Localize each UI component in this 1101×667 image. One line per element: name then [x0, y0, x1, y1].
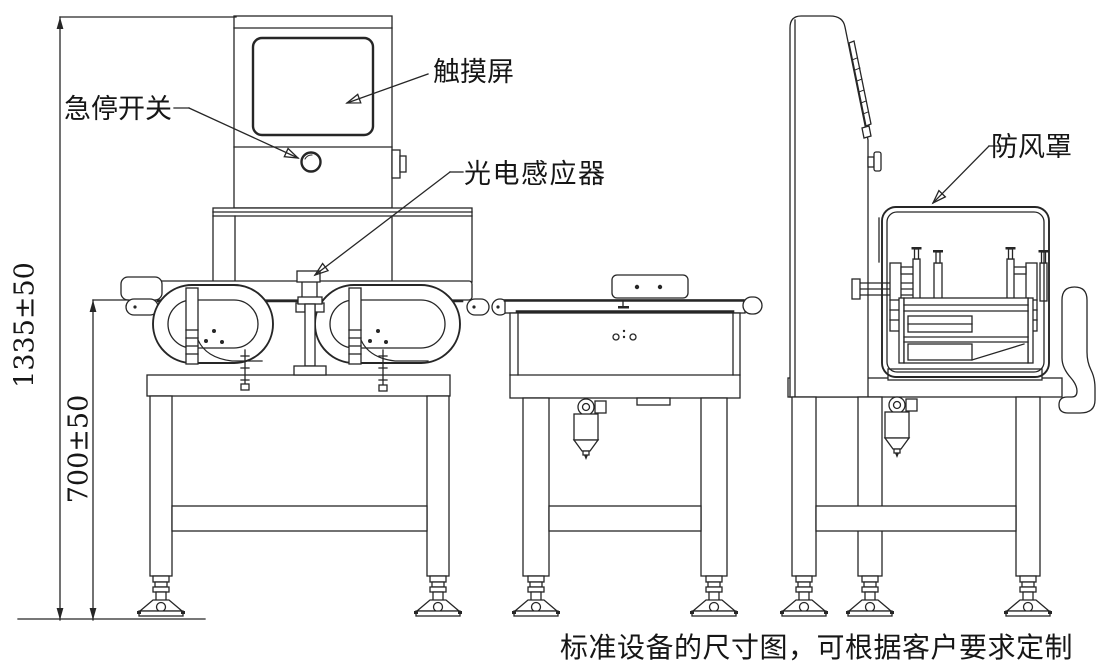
weighing-chamber: [212, 207, 473, 283]
touch-screen-panel: [251, 36, 375, 137]
rail-adjust-rod: [240, 349, 250, 391]
side-conveyor-mechanism: [851, 247, 1049, 381]
leveling-foot: [136, 575, 186, 617]
end-roller: [742, 296, 763, 315]
photoelectric-sensor: [296, 270, 321, 283]
cover-base-plate: [887, 368, 1043, 381]
front-view: [120, 15, 509, 617]
side-panel-column: [789, 15, 882, 398]
guide-rail-right: [314, 284, 461, 365]
front-stand: [136, 374, 463, 617]
screen-edge-profile: [848, 40, 872, 127]
leader-touch-screen: [345, 73, 429, 104]
control-tower: [233, 15, 407, 209]
cross-brace: [815, 505, 1017, 532]
leg: [791, 396, 817, 577]
leg: [700, 397, 728, 577]
leveling-foot: [1003, 575, 1053, 617]
center-support: [293, 296, 327, 376]
leg: [149, 395, 173, 577]
middle-stand: [511, 397, 739, 617]
side-connector: [391, 149, 401, 179]
emergency-stop-button: [300, 151, 322, 173]
dimension-lines: 1335±50 700±50: [10, 16, 237, 621]
side-handle: [1058, 286, 1096, 414]
dim-conveyor-height: 700±50: [64, 395, 95, 504]
leg: [857, 396, 883, 577]
leg: [1015, 396, 1041, 577]
leg: [426, 395, 450, 577]
estop-side-knob: [867, 151, 882, 172]
leveling-foot: [413, 575, 463, 617]
air-filter: [572, 398, 607, 460]
middle-top-box: [611, 274, 689, 299]
side-view: [779, 15, 1096, 617]
side-stand: [779, 396, 1053, 617]
middle-body: [509, 312, 741, 399]
cross-brace: [548, 505, 702, 532]
leg: [522, 397, 550, 577]
leader-photoelectric-sensor: [313, 171, 464, 277]
dim-overall-height: 1335±50: [10, 262, 41, 388]
guide-rail-left: [152, 284, 274, 365]
caption-note: 标准设备的尺寸图，可根据客户要求定制: [560, 632, 1073, 663]
leveling-foot: [845, 575, 895, 617]
label-emergency-stop: 急停开关: [64, 94, 172, 125]
leveling-foot: [511, 575, 561, 617]
transition-roller: [466, 298, 490, 316]
leader-windproof-cover: [931, 145, 1006, 205]
air-filter: [883, 396, 918, 458]
rail-adjust-rod: [378, 349, 388, 392]
label-touch-screen: 触摸屏: [433, 57, 514, 88]
middle-view: [503, 274, 763, 617]
label-photoelectric-sensor: 光电感应器: [464, 159, 607, 190]
end-roller: [125, 298, 159, 316]
leader-emergency-stop: [173, 107, 300, 159]
windproof-cover: [881, 206, 1050, 378]
callout-leaders: 急停开关 触摸屏 光电感应器 防风罩: [64, 57, 1072, 277]
label-windproof-cover: 防风罩: [991, 132, 1072, 163]
leveling-foot: [689, 575, 739, 617]
front-conveyor: [120, 270, 509, 392]
cross-brace: [171, 505, 428, 532]
leveling-foot: [779, 575, 829, 617]
middle-conveyor: [503, 296, 763, 315]
